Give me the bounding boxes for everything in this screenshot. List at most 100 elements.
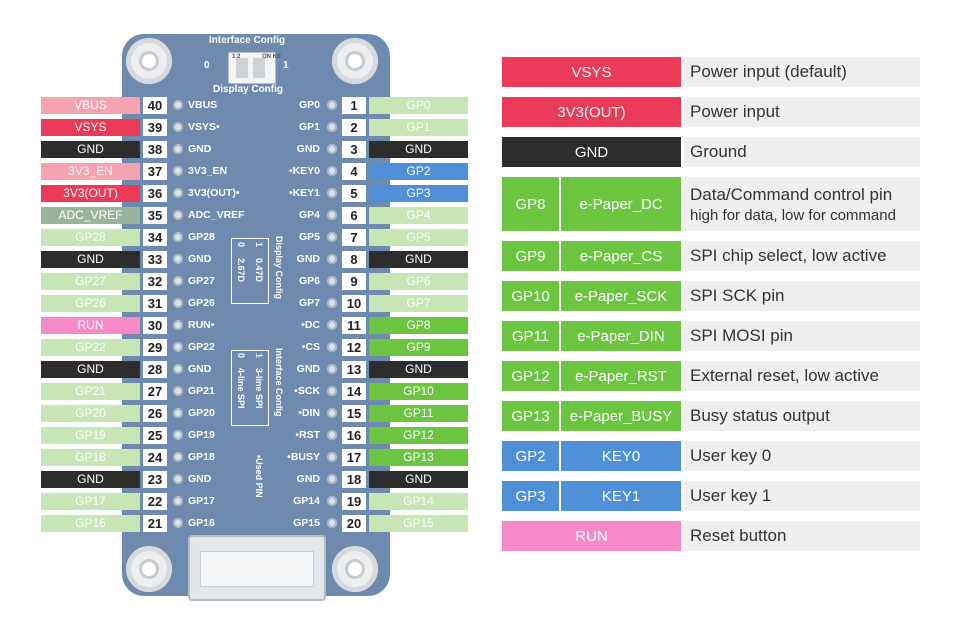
- legend-gpio-cell: GP10: [502, 281, 559, 311]
- left-pin-label: GP22: [41, 339, 140, 356]
- pin-pad-icon: [327, 518, 337, 528]
- left-pin-number: 25: [143, 427, 167, 444]
- right-pin-number: 10: [342, 295, 366, 312]
- pin-pad-icon: [173, 342, 183, 352]
- right-pin-label: GP15: [369, 515, 468, 532]
- right-pin-label: GP12: [369, 427, 468, 444]
- left-pin-label: VSYS: [41, 119, 140, 136]
- pin-pad-icon: [173, 276, 183, 286]
- pin-pad-icon: [327, 210, 337, 220]
- right-pin-label: GND: [369, 361, 468, 378]
- left-pin-number: 37: [143, 163, 167, 180]
- right-pin-label: GP2: [369, 163, 468, 180]
- right-pin-label: GND: [369, 471, 468, 488]
- legend-description: User key 1: [684, 481, 920, 511]
- right-pin-number: 5: [342, 185, 366, 202]
- dip-switch[interactable]: [228, 52, 276, 84]
- mount-hole-bottom-right: [332, 546, 378, 592]
- right-pin-silkscreen: GP14: [293, 495, 320, 507]
- pin-pad-icon: [173, 320, 183, 330]
- left-pin-silkscreen: 3V3(OUT)•: [188, 187, 240, 199]
- left-pin-number: 34: [143, 229, 167, 246]
- left-pin-silkscreen: GP16: [188, 517, 215, 529]
- legend-description-subtext: high for data, low for command: [690, 206, 896, 224]
- interface-config-side-label: Interface Config: [274, 348, 284, 417]
- right-pin-number: 20: [342, 515, 366, 532]
- pin-pad-icon: [327, 254, 337, 264]
- right-pin-label: GP13: [369, 449, 468, 466]
- pin-pad-icon: [327, 408, 337, 418]
- right-pin-silkscreen: •DC: [301, 319, 320, 331]
- legend-description-text: Busy status output: [690, 406, 830, 425]
- right-pin-silkscreen: •DIN: [298, 407, 320, 419]
- left-pin-number: 35: [143, 207, 167, 224]
- legend-row: GND Ground: [502, 137, 920, 167]
- right-pin-number: 1: [342, 97, 366, 114]
- left-pin-number: 22: [143, 493, 167, 510]
- right-pin-silkscreen: GND: [296, 143, 320, 155]
- used-pin-note: •Used PIN: [254, 455, 264, 498]
- right-pin-silkscreen: •KEY1: [288, 187, 320, 199]
- right-pin-silkscreen: GND: [296, 473, 320, 485]
- display-config-box: [231, 238, 269, 304]
- left-pin-number: 31: [143, 295, 167, 312]
- mount-hole-top-right: [332, 38, 378, 84]
- right-pin-number: 16: [342, 427, 366, 444]
- left-pin-silkscreen: GP27: [188, 275, 215, 287]
- legend-function-cell: KEY1: [561, 481, 681, 511]
- left-pin-number: 36: [143, 185, 167, 202]
- right-pin-number: 4: [342, 163, 366, 180]
- left-pin-silkscreen: GP28: [188, 231, 215, 243]
- legend-description-text: Power input: [690, 102, 780, 121]
- left-pin-silkscreen: VBUS: [188, 99, 218, 111]
- pin-pad-icon: [173, 430, 183, 440]
- interface-config-box: [231, 350, 269, 426]
- right-pin-number: 2: [342, 119, 366, 136]
- right-pin-silkscreen: •RST: [295, 429, 320, 441]
- legend-function-cell: e-Paper_RST: [561, 361, 681, 391]
- right-pin-silkscreen: GND: [296, 253, 320, 265]
- pin-pad-icon: [173, 452, 183, 462]
- pin-pad-icon: [173, 298, 183, 308]
- left-pin-silkscreen: GND: [188, 143, 212, 155]
- legend-description-text: SPI chip select, low active: [690, 246, 887, 265]
- left-pin-number: 29: [143, 339, 167, 356]
- legend-signal-cell: GND: [502, 137, 681, 167]
- left-pin-label: GP21: [41, 383, 140, 400]
- right-pin-number: 13: [342, 361, 366, 378]
- display-config-top-label: Display Config: [213, 84, 284, 95]
- legend-description: Busy status output: [684, 401, 920, 431]
- legend-signal-cell: 3V3(OUT): [502, 97, 681, 127]
- pin-pad-icon: [173, 518, 183, 528]
- legend-description-text: SPI SCK pin: [690, 286, 785, 305]
- left-pin-silkscreen: GND: [188, 363, 212, 375]
- left-pin-silkscreen: GP18: [188, 451, 215, 463]
- left-pin-number: 32: [143, 273, 167, 290]
- legend-description-text: Ground: [690, 142, 747, 161]
- pin-pad-icon: [327, 430, 337, 440]
- legend-gpio-cell: GP3: [502, 481, 559, 511]
- legend-description: SPI chip select, low active: [684, 241, 920, 271]
- pin-pad-icon: [327, 166, 337, 176]
- legend-description: SPI MOSI pin: [684, 321, 920, 351]
- left-pin-label: GP27: [41, 273, 140, 290]
- pin-pad-icon: [173, 166, 183, 176]
- pin-pad-icon: [327, 276, 337, 286]
- right-pin-label: GP9: [369, 339, 468, 356]
- display-config-side-label: Display Config: [274, 236, 284, 300]
- right-pin-label: GP10: [369, 383, 468, 400]
- right-pin-silkscreen: GP4: [298, 209, 320, 221]
- left-pin-label: RUN: [41, 317, 140, 334]
- legend-signal-cell: RUN: [502, 521, 681, 551]
- right-pin-silkscreen: GP0: [298, 99, 320, 111]
- right-pin-label: GND: [369, 141, 468, 158]
- left-pin-silkscreen: GP26: [188, 297, 215, 309]
- legend-description: Power input: [684, 97, 920, 127]
- right-pin-label: GP1: [369, 119, 468, 136]
